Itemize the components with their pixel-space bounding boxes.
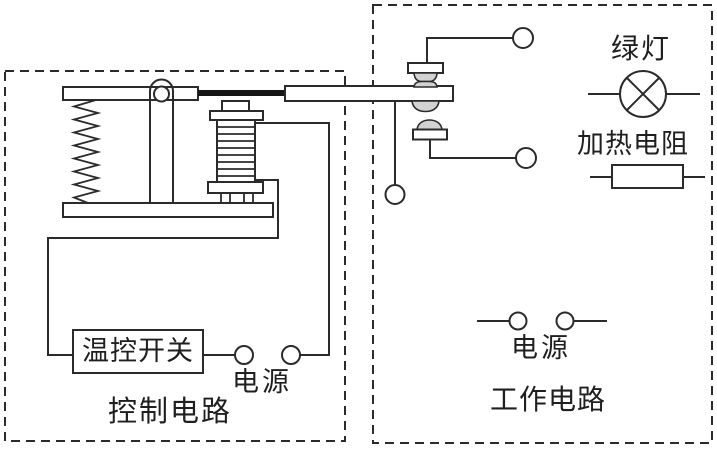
coil-top-wire (255, 122, 330, 356)
lower-terminal-icon (515, 147, 537, 169)
upper-contact-wire (426, 37, 513, 63)
lower-contact-wire (429, 139, 516, 159)
lower-contact-point-icon (416, 119, 443, 131)
armature-upper-contact-point-icon (413, 80, 438, 88)
heating-resistor-icon (590, 164, 705, 189)
working-circuit-label: 工作电路 (489, 385, 606, 416)
thermal-switch-box (72, 329, 204, 374)
green-lamp-icon (588, 70, 700, 118)
electromagnet-coil-icon (207, 100, 264, 203)
pivot-pin-icon (153, 85, 170, 103)
coil-top-flange (209, 110, 264, 121)
green-lamp-label: 绿灯 (610, 34, 671, 65)
control-power-terminal-right-icon (281, 345, 301, 365)
contact-assembly (384, 27, 537, 205)
control-circuit-wiring (47, 122, 330, 365)
spring-icon (70, 99, 102, 204)
working-circuit-box (372, 4, 713, 444)
control-power-label: 电源 (232, 367, 292, 397)
armature-lower-contact-point-icon (411, 100, 440, 113)
armature-bar-left (62, 86, 199, 101)
upper-contact-point-icon (413, 72, 438, 83)
control-power-terminal-left-icon (234, 345, 254, 365)
common-terminal-icon (384, 184, 406, 205)
insulating-link-bar (198, 90, 285, 96)
heating-resistor-label: 加热电阻 (577, 129, 689, 159)
coil-bottom-flange (207, 181, 264, 194)
thermal-switch-label: 温控开关 (82, 336, 194, 366)
lower-contact-block (412, 128, 448, 141)
working-power-terminals-icon (477, 311, 607, 331)
upper-contact-block (407, 62, 444, 74)
control-circuit-label: 控制电路 (107, 396, 232, 428)
relay-assembly (62, 78, 454, 218)
control-circuit-box (4, 70, 346, 442)
working-power-label: 电源 (511, 333, 571, 363)
upper-terminal-icon (512, 27, 534, 49)
coil-top-cap (221, 100, 250, 112)
coil-bottom-wire (47, 179, 279, 356)
base-plate (62, 202, 274, 218)
coil-body (216, 119, 256, 183)
moving-contact-arm (284, 85, 454, 102)
pivot-post (149, 78, 174, 203)
